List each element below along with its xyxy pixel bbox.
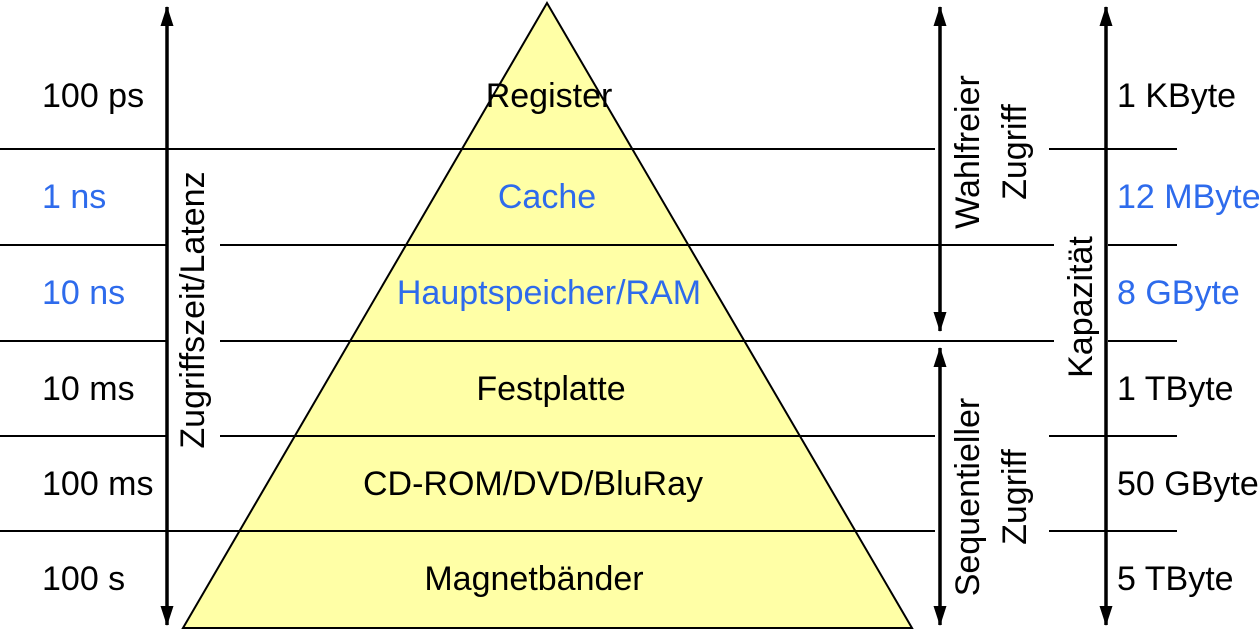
capacity-label: 1 TByte [1117, 370, 1234, 408]
left-axis-title: Zugriffszeit/Latenz [166, 159, 220, 461]
level-label-register: Register [485, 77, 613, 115]
level-label-festplatte: Festplatte [476, 370, 626, 408]
access-time-label: 1 ns [42, 178, 107, 216]
level-label-magnetbaender: Magnetbänder [424, 560, 644, 598]
access-time-label: 100 s [42, 560, 126, 598]
capacity-label: 12 MByte [1117, 178, 1259, 216]
random-access-annotation: Wahlfreier Zugriff [935, 63, 1049, 241]
access-time-label: 100 ps [42, 77, 145, 115]
level-label-cache: Cache [497, 178, 597, 216]
capacity-label: 8 GByte [1117, 274, 1240, 312]
access-time-label: 10 ms [42, 370, 135, 408]
sequential-access-annotation: Sequentieller Zugriff [935, 385, 1049, 609]
sequential-access-line1: Sequentieller [949, 397, 987, 597]
level-label-cdrom: CD-ROM/DVD/BluRay [362, 465, 704, 503]
random-access-line1: Wahlfreier [949, 75, 987, 229]
sequential-access-line2: Zugriff [996, 449, 1034, 545]
capacity-label: 5 TByte [1117, 560, 1234, 598]
access-time-label: 100 ms [42, 465, 154, 503]
right-axis-title: Kapazität [1054, 224, 1108, 390]
capacity-label: 50 GByte [1117, 465, 1259, 503]
random-access-line2: Zugriff [996, 104, 1034, 200]
level-label-hauptspeicher: Hauptspeicher/RAM [396, 274, 702, 312]
capacity-label: 1 KByte [1117, 77, 1237, 115]
access-time-label: 10 ns [42, 274, 126, 312]
